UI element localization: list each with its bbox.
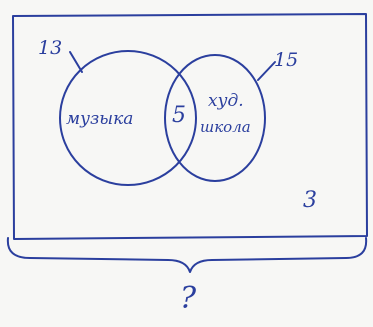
set-b-label-line2: школа bbox=[200, 118, 251, 136]
set-b-count: 15 bbox=[274, 49, 298, 71]
intersection-count: 5 bbox=[172, 103, 186, 128]
set-a-pointer-line bbox=[69, 51, 83, 73]
set-b-pointer-line bbox=[257, 61, 276, 81]
set-a-label: музыка bbox=[66, 109, 133, 129]
outside-count: 3 bbox=[303, 188, 317, 213]
set-b-label-line1: худ. bbox=[208, 91, 244, 111]
set-b-circle bbox=[164, 54, 266, 182]
universal-set-rectangle bbox=[12, 13, 368, 240]
total-question-mark: ? bbox=[180, 281, 197, 316]
set-a-count: 13 bbox=[38, 37, 62, 59]
set-a-circle bbox=[59, 50, 197, 186]
total-brace bbox=[6, 237, 368, 273]
